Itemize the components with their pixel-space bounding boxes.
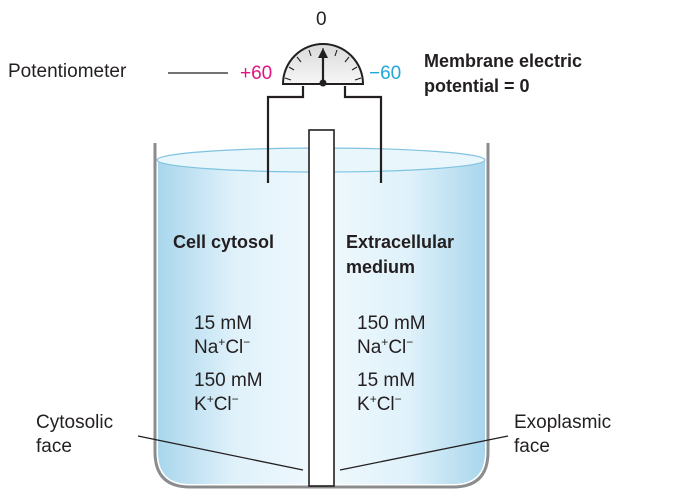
beaker — [153, 143, 490, 489]
membrane-potential-label: Membrane electric potential = 0 — [424, 51, 583, 96]
meter-plus-label: +60 — [240, 63, 273, 84]
extracellular-k-concentration: 15 mM K+Cl− — [357, 370, 416, 415]
cytosolic-face-leader — [137, 435, 304, 471]
cytosol-na-concentration: 15 mM Na+Cl− — [194, 313, 253, 358]
cytosol-k-concentration: 150 mM K+Cl− — [194, 370, 263, 415]
cytosol-heading: Cell cytosol — [173, 232, 275, 252]
exoplasmic-face-leader — [339, 435, 509, 471]
meter-minus-label: −60 — [369, 63, 402, 84]
extracellular-na-concentration: 150 mM Na+Cl− — [357, 313, 426, 358]
extracellular-heading: Extracellular medium — [346, 232, 455, 277]
solution-right — [334, 160, 485, 484]
electrode-right — [343, 86, 383, 183]
solution-left — [158, 160, 309, 484]
electrode-left — [266, 86, 305, 183]
potentiometer-label: Potentiometer — [8, 61, 127, 82]
membrane — [308, 129, 335, 487]
cytosolic-face-label: Cytosolic face — [36, 412, 114, 457]
meter-pivot — [319, 79, 327, 87]
meter-needle-arrow-icon — [318, 48, 328, 58]
meter-zero-label: 0 — [316, 9, 327, 30]
exoplasmic-face-label: Exoplasmic face — [514, 412, 612, 457]
